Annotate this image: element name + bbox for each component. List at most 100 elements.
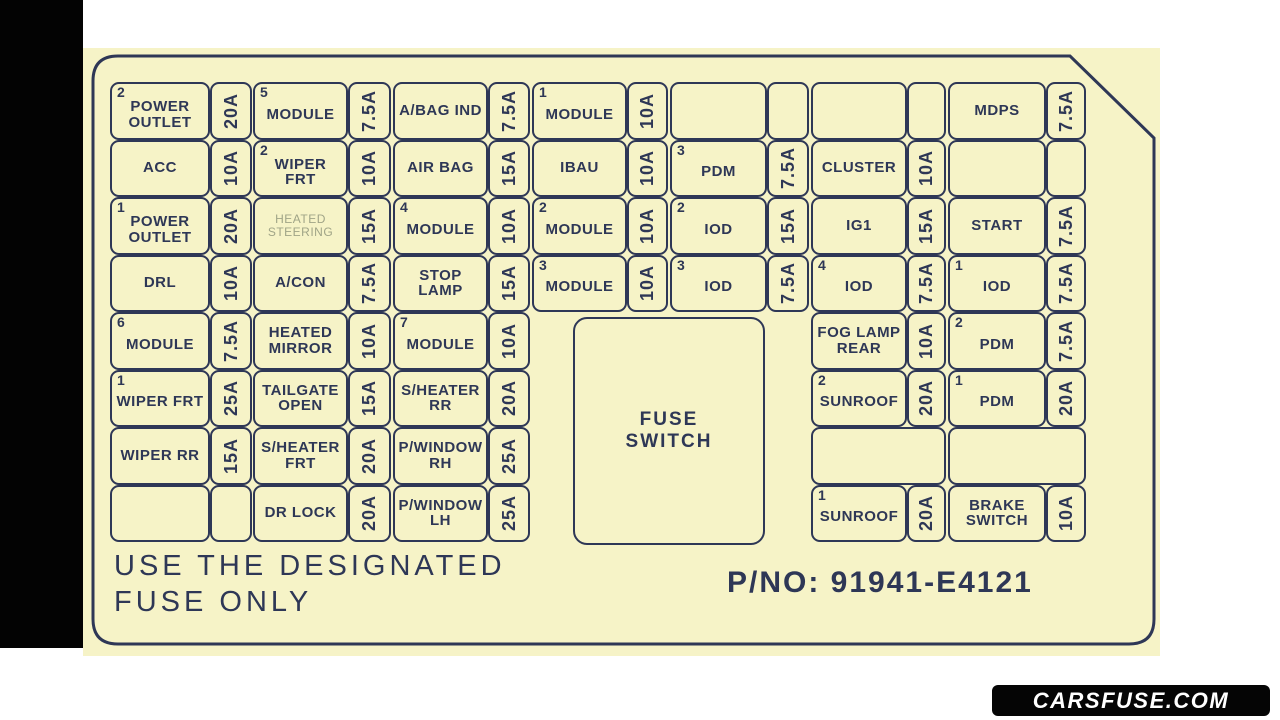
fuse-label-p-window-lh: P/WINDOW LH bbox=[393, 484, 488, 542]
fuse-amp-p-window-lh: 25A bbox=[488, 484, 530, 542]
fuse-label-text: AIR BAG bbox=[407, 159, 474, 177]
fuse-amp-module: 10A bbox=[488, 197, 530, 255]
fuse-label-heated-mirror: HEATED MIRROR bbox=[253, 312, 348, 370]
fuse-label-text: MODULE bbox=[545, 105, 614, 123]
fuse-amp-text: 10A bbox=[498, 207, 519, 244]
fuse-switch-box: FUSE SWITCH bbox=[573, 317, 765, 545]
fuse-index: 6 bbox=[117, 314, 126, 330]
fuse-amp-iod: 7.5A bbox=[907, 254, 946, 312]
fuse-amp-text: 10A bbox=[916, 322, 937, 359]
fuse-amp-text: 7.5A bbox=[1055, 89, 1076, 132]
fuse-amp-wiper-frt: 25A bbox=[210, 369, 252, 427]
fuse-index: 1 bbox=[117, 371, 126, 388]
fuse-label-text: CLUSTER bbox=[821, 159, 897, 177]
fuse-amp-pdm: 20A bbox=[1046, 369, 1086, 427]
fuse-amp-text: 15A bbox=[359, 380, 380, 417]
empty-fuse-slot bbox=[948, 427, 1086, 485]
fuse-amp-power-outlet: 20A bbox=[210, 82, 252, 140]
fuse-amp-module: 10A bbox=[627, 197, 668, 255]
fuse-amp-heated-mirror: 10A bbox=[348, 312, 391, 370]
fuse-amp-text: 7.5A bbox=[359, 89, 380, 132]
fuse-label-text: P/WINDOW RH bbox=[398, 439, 483, 472]
fuse-label-text: MODULE bbox=[126, 335, 194, 353]
fuse-label-text: MODULE bbox=[545, 220, 614, 238]
empty-fuse-slot bbox=[948, 139, 1046, 197]
fuse-amp-module: 10A bbox=[627, 82, 668, 140]
fuse-label-s-heater-rr: S/HEATER RR bbox=[393, 369, 488, 427]
fuse-label-a-bag-ind: A/BAG IND bbox=[393, 82, 488, 140]
fuse-label-text: PDM bbox=[979, 335, 1015, 353]
fuse-amp-text: 7.5A bbox=[1055, 262, 1076, 305]
fuse-label-acc: ACC bbox=[110, 139, 210, 197]
fuse-label-dr-lock: DR LOCK bbox=[253, 484, 348, 542]
fuse-label-drl: DRL bbox=[110, 254, 210, 312]
fuse-index: 4 bbox=[400, 199, 409, 215]
fuse-label-ibau: IBAU bbox=[532, 139, 627, 197]
fuse-amp-text: 7.5A bbox=[498, 89, 519, 132]
fuse-amp-text: 20A bbox=[916, 380, 937, 417]
fuse-amp-s-heater-frt: 20A bbox=[348, 427, 391, 485]
fuse-amp-pdm: 7.5A bbox=[767, 139, 809, 197]
fuse-amp-text: 15A bbox=[498, 150, 519, 187]
fuse-label-text: IBAU bbox=[560, 159, 599, 177]
fuse-amp-text: 7.5A bbox=[777, 262, 798, 305]
fuse-label-text: S/HEATER FRT bbox=[261, 439, 340, 472]
fuse-label-text: WIPER RR bbox=[120, 446, 200, 464]
fuse-label-fog-lamp-rear: FOG LAMP REAR bbox=[811, 312, 907, 370]
fuse-amp-text: 15A bbox=[220, 437, 241, 474]
fuse-amp-brake-switch: 10A bbox=[1046, 484, 1086, 542]
empty-fuse-slot bbox=[670, 82, 767, 140]
fuse-label-brake-switch: BRAKE SWITCH bbox=[948, 484, 1046, 542]
fuse-label-text: MODULE bbox=[545, 278, 614, 296]
fuse-label-text: BRAKE SWITCH bbox=[965, 496, 1029, 530]
designated-fuse-note-line2: FUSE ONLY bbox=[114, 586, 313, 618]
fuse-amp-iod: 15A bbox=[767, 197, 809, 255]
fuse-amp-a-bag-ind: 7.5A bbox=[488, 82, 530, 140]
fuse-label-text: MDPS bbox=[974, 101, 1020, 119]
fuse-label-text: HEATED STEERING bbox=[267, 212, 334, 239]
fuse-amp-text: 15A bbox=[916, 207, 937, 244]
fuse-label-text: MODULE bbox=[406, 335, 475, 353]
fuse-label-text: IOD bbox=[704, 278, 733, 296]
fuse-amp-text: 15A bbox=[777, 207, 798, 244]
fuse-amp-ibau: 10A bbox=[627, 139, 668, 197]
fuse-amp-module: 10A bbox=[488, 312, 530, 370]
fuse-label-text: PDM bbox=[701, 163, 736, 181]
fuse-amp-text: 25A bbox=[498, 437, 519, 474]
fuse-amp-text: 7.5A bbox=[916, 262, 937, 305]
fuse-amp-text: 7.5A bbox=[1055, 204, 1076, 247]
fuse-label-text: IOD bbox=[982, 278, 1012, 296]
fuse-label-cluster: CLUSTER bbox=[811, 139, 907, 197]
fuse-label-text: MODULE bbox=[266, 105, 335, 123]
fuse-index: 7 bbox=[400, 314, 409, 330]
fuse-label-tailgate-open: TAILGATE OPEN bbox=[253, 369, 348, 427]
fuse-amp-ig1: 15A bbox=[907, 197, 946, 255]
fuse-amp-p-window-rh: 25A bbox=[488, 427, 530, 485]
fuse-amp-text: 7.5A bbox=[1055, 319, 1076, 362]
fuse-index: 3 bbox=[677, 256, 686, 273]
fuse-amp-a-con: 7.5A bbox=[348, 254, 391, 312]
fuse-label-mdps: MDPS bbox=[948, 82, 1046, 140]
empty-fuse-slot bbox=[811, 82, 907, 140]
empty-amp-slot bbox=[210, 484, 252, 542]
fuse-label-text: S/HEATER RR bbox=[401, 381, 480, 415]
fuse-amp-text: 20A bbox=[359, 437, 380, 474]
fuse-index: 1 bbox=[955, 256, 964, 273]
fuse-amp-text: 10A bbox=[637, 150, 658, 187]
empty-fuse-slot bbox=[811, 427, 946, 485]
fuse-amp-text: 15A bbox=[359, 207, 380, 244]
fuse-label-text: WIPER FRT bbox=[274, 155, 327, 189]
fuse-label-text: SUNROOF bbox=[819, 508, 899, 526]
fuse-amp-iod: 7.5A bbox=[1046, 254, 1086, 312]
fuse-label-start: START bbox=[948, 197, 1046, 255]
fuse-label-air-bag: AIR BAG bbox=[393, 139, 488, 197]
fuse-amp-wiper-rr: 15A bbox=[210, 427, 252, 485]
fuse-amp-heated-steering: 15A bbox=[348, 197, 391, 255]
